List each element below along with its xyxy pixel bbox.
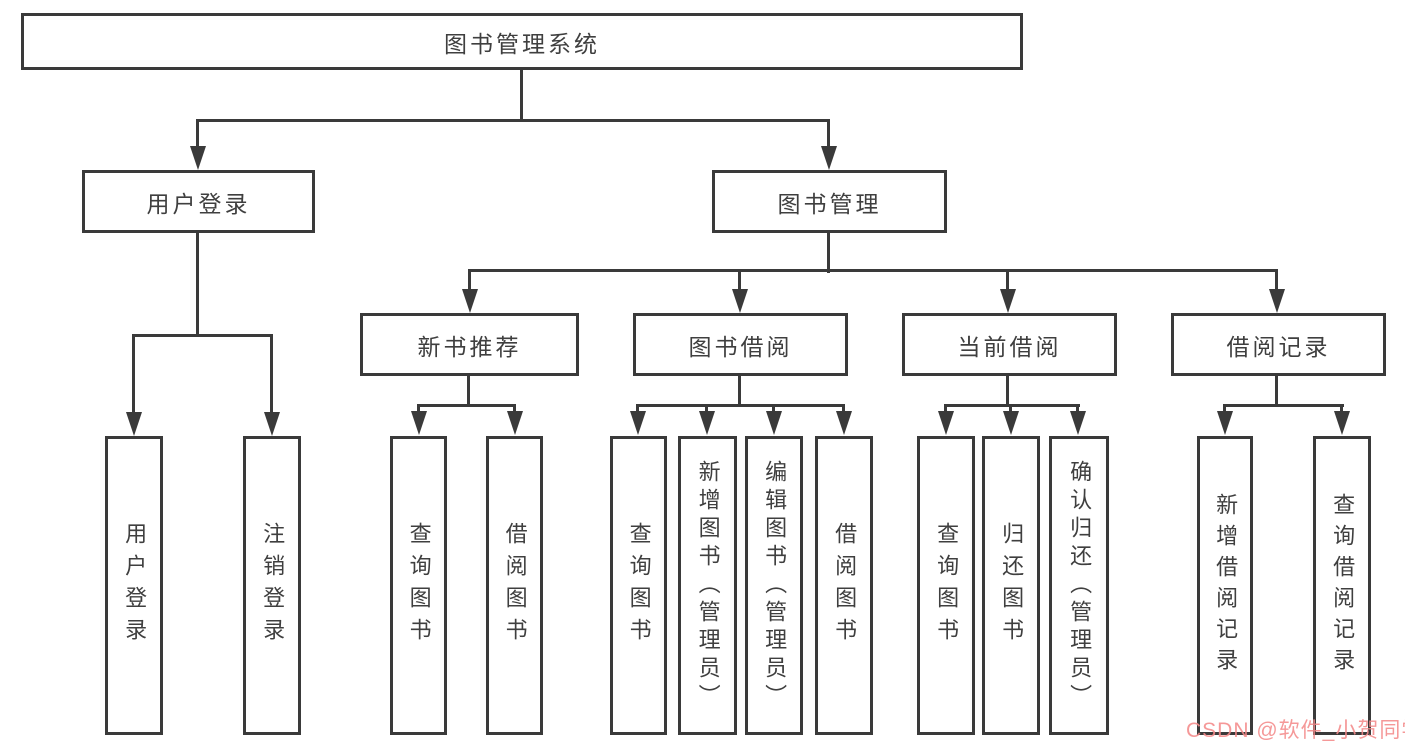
- leaf-label: 新增图书（管理员）: [695, 459, 721, 712]
- arrowhead-icon: [190, 146, 206, 170]
- connector-line: [196, 119, 830, 122]
- leaf-user-login: 用户登录: [105, 436, 163, 735]
- leaf-label: 查询图书: [626, 521, 652, 650]
- connector-line: [1006, 269, 1009, 291]
- node-current-borrow: 当前借阅: [902, 313, 1117, 376]
- arrowhead-icon: [1003, 411, 1019, 435]
- leaf-label: 查询借阅记录: [1330, 492, 1356, 679]
- node-book-management-label: 图书管理: [777, 190, 882, 217]
- csdn-watermark: CSDN @软件_小贺同学: [1186, 719, 1405, 742]
- node-book-management: 图书管理: [712, 170, 947, 233]
- leaf-label: 查询图书: [934, 521, 960, 650]
- leaf-logout: 注销登录: [243, 436, 301, 735]
- connector-line: [270, 334, 273, 414]
- connector-line: [132, 334, 135, 414]
- arrowhead-icon: [411, 411, 427, 435]
- leaf-recommend-query-books: 查询图书: [390, 436, 447, 735]
- connector-line: [1275, 376, 1278, 406]
- node-borrow-record-label: 借阅记录: [1226, 333, 1331, 360]
- connector-line: [827, 233, 830, 273]
- leaf-records-query-record: 查询借阅记录: [1313, 436, 1371, 735]
- leaf-label: 查询图书: [406, 521, 432, 650]
- connector-line: [417, 404, 420, 414]
- connector-line: [1223, 404, 1344, 407]
- connector-line: [827, 119, 830, 149]
- connector-line: [196, 233, 199, 337]
- leaf-current-query-books: 查询图书: [917, 436, 975, 735]
- node-new-book-recommend-label: 新书推荐: [417, 333, 522, 360]
- connector-line: [1275, 269, 1278, 291]
- arrowhead-icon: [938, 411, 954, 435]
- leaf-label: 编辑图书（管理员）: [762, 459, 788, 712]
- connector-line: [738, 269, 741, 291]
- arrowhead-icon: [821, 146, 837, 170]
- arrowhead-icon: [264, 412, 280, 436]
- leaf-current-confirm-return-admin: 确认归还（管理员）: [1049, 436, 1109, 735]
- connector-line: [636, 404, 845, 407]
- connector-line: [1223, 404, 1226, 414]
- arrowhead-icon: [766, 411, 782, 435]
- connector-line: [467, 376, 470, 406]
- leaf-records-add-record: 新增借阅记录: [1197, 436, 1253, 735]
- leaf-borrow-query-books: 查询图书: [610, 436, 667, 735]
- leaf-label: 归还图书: [999, 521, 1025, 650]
- leaf-label: 用户登录: [122, 521, 148, 650]
- arrowhead-icon: [836, 411, 852, 435]
- connector-line: [1076, 404, 1079, 414]
- node-root: 图书管理系统: [21, 13, 1023, 70]
- connector-line: [132, 334, 273, 337]
- arrowhead-icon: [1269, 289, 1285, 313]
- arrowhead-icon: [1217, 411, 1233, 435]
- arrowhead-icon: [732, 289, 748, 313]
- arrowhead-icon: [1334, 411, 1350, 435]
- leaf-borrow-edit-books-admin: 编辑图书（管理员）: [745, 436, 803, 735]
- node-user-login-label: 用户登录: [146, 190, 251, 217]
- connector-line: [468, 269, 471, 291]
- arrowhead-icon: [126, 412, 142, 436]
- node-current-borrow-label: 当前借阅: [957, 333, 1062, 360]
- leaf-current-return-books: 归还图书: [982, 436, 1040, 735]
- connector-line: [1006, 376, 1009, 406]
- arrowhead-icon: [462, 289, 478, 313]
- connector-line: [1009, 404, 1012, 414]
- connector-line: [1340, 404, 1343, 414]
- leaf-label: 确认归还（管理员）: [1067, 459, 1093, 712]
- arrowhead-icon: [1000, 289, 1016, 313]
- leaf-label: 注销登录: [260, 521, 286, 650]
- arrowhead-icon: [630, 411, 646, 435]
- node-new-book-recommend: 新书推荐: [360, 313, 579, 376]
- leaf-recommend-borrow-books: 借阅图书: [486, 436, 543, 735]
- node-user-login: 用户登录: [82, 170, 315, 233]
- node-borrow-record: 借阅记录: [1171, 313, 1386, 376]
- connector-line: [944, 404, 1080, 407]
- node-book-borrow-label: 图书借阅: [688, 333, 793, 360]
- arrowhead-icon: [1070, 411, 1086, 435]
- connector-line: [468, 269, 1278, 272]
- leaf-label: 新增借阅记录: [1213, 492, 1239, 679]
- leaf-borrow-borrow-books: 借阅图书: [815, 436, 873, 735]
- node-book-borrow: 图书借阅: [633, 313, 848, 376]
- arrowhead-icon: [507, 411, 523, 435]
- node-root-label: 图书管理系统: [444, 30, 600, 57]
- leaf-borrow-add-books-admin: 新增图书（管理员）: [678, 436, 737, 735]
- connector-line: [738, 376, 741, 406]
- connector-line: [513, 404, 516, 414]
- connector-line: [417, 404, 516, 407]
- connector-line: [944, 404, 947, 414]
- connector-line: [196, 119, 199, 149]
- connector-line: [705, 404, 708, 414]
- arrowhead-icon: [699, 411, 715, 435]
- connector-line: [636, 404, 639, 414]
- leaf-label: 借阅图书: [502, 521, 528, 650]
- connector-line: [520, 70, 523, 121]
- connector-line: [842, 404, 845, 414]
- leaf-label: 借阅图书: [832, 521, 858, 650]
- connector-line: [772, 404, 775, 414]
